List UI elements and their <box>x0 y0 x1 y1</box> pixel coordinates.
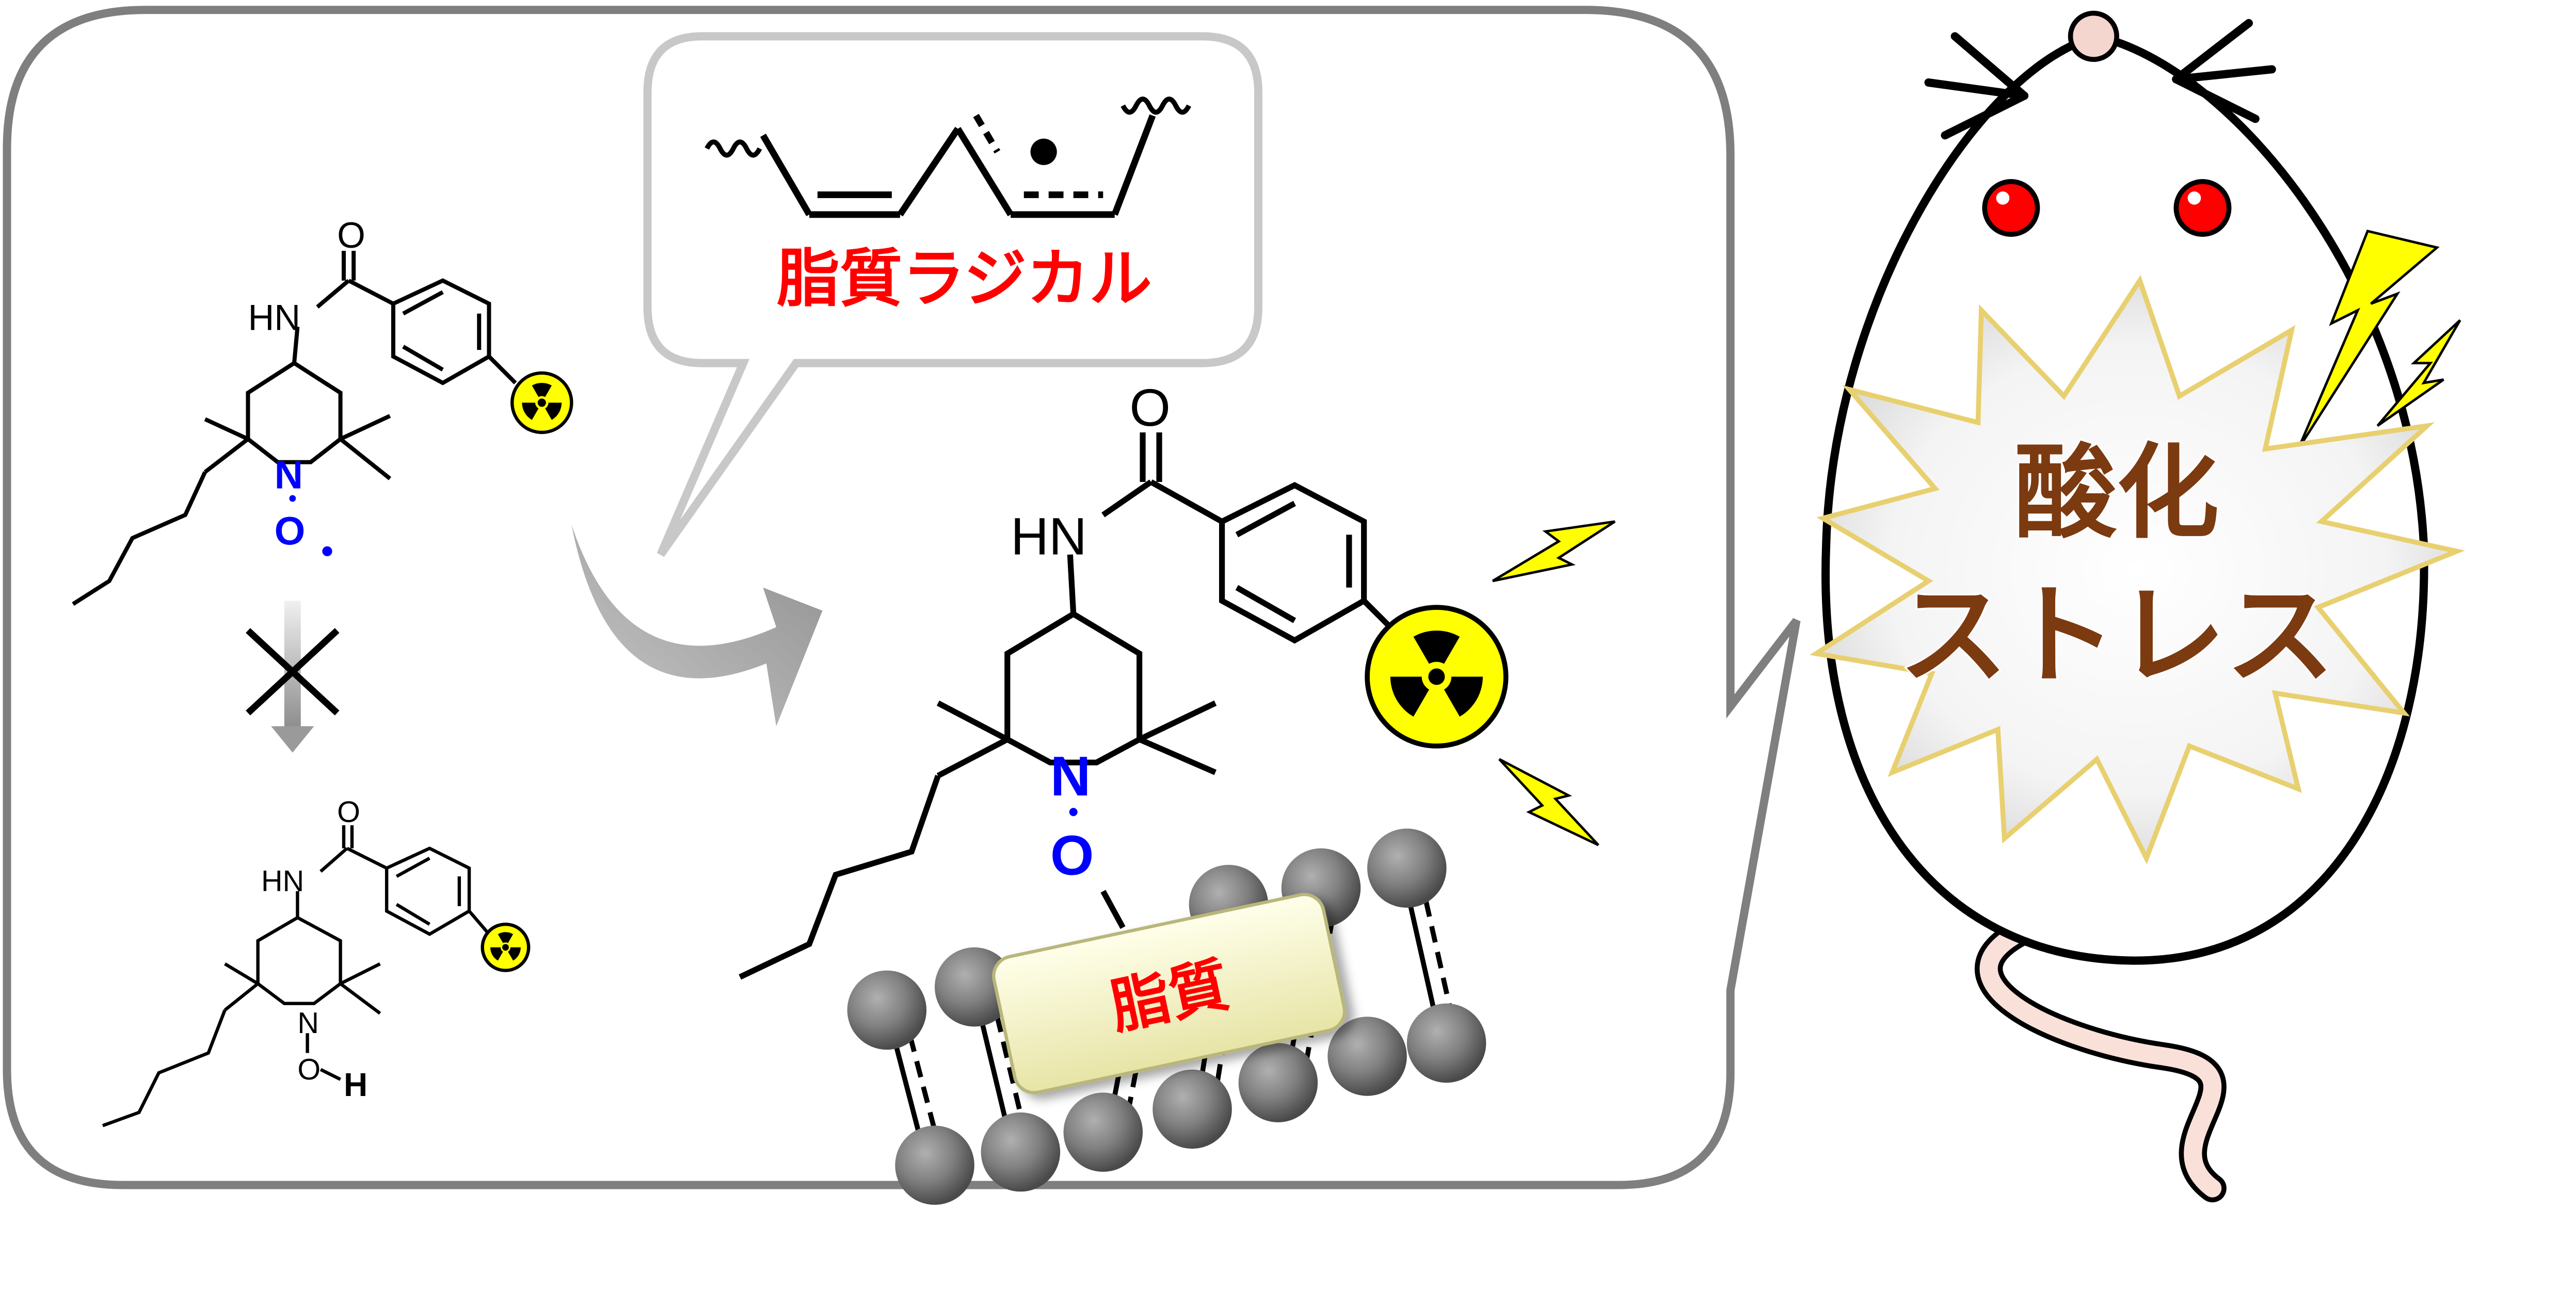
lipid-bead <box>1327 1017 1407 1096</box>
radical-dot-top-icon <box>322 546 332 556</box>
mouse-eye <box>2173 179 2232 237</box>
oh-bond <box>319 1068 342 1081</box>
curved-arrow-icon <box>571 525 823 727</box>
atom-o-top: O <box>337 215 365 255</box>
oxidative-stress-line2: ストレス <box>1899 572 2334 699</box>
atom-n-reduced: N <box>297 1007 319 1040</box>
lipid-radical-label: 脂質ラジカル <box>777 242 1152 315</box>
atom-hn-top: HN <box>248 297 300 338</box>
lipid-bead <box>1153 1069 1232 1149</box>
lipid-bead <box>1406 1003 1486 1083</box>
radical-dot-icon <box>1030 138 1057 165</box>
mouse-nose <box>2068 10 2119 62</box>
lipid-bead <box>847 970 927 1050</box>
probe-molecule-bound <box>739 432 1393 980</box>
lipid-label-box <box>992 893 1347 1094</box>
oxidative-stress-line1: 酸化 <box>2014 433 2219 553</box>
n-o-bond-dot-top <box>289 495 296 502</box>
lipid-bead <box>981 1112 1061 1192</box>
atom-hn-reduced: HN <box>261 865 304 898</box>
lightning-icon <box>1498 758 1599 846</box>
atom-o-radical-top: O <box>275 509 306 553</box>
atom-o-reduced: O <box>337 796 360 829</box>
lightning-icon <box>2376 319 2461 427</box>
radiation-icon <box>481 922 531 972</box>
lipid-bead <box>895 1125 974 1205</box>
lipid-radical-structure <box>705 96 1191 218</box>
atom-hn-bound: HN <box>1011 507 1087 566</box>
mouse-whiskers <box>1924 19 2276 140</box>
atom-o-reduced-n: O <box>297 1053 321 1086</box>
lightning-icon <box>1492 520 1616 583</box>
atom-n-top: N <box>275 454 303 497</box>
lipid-bead <box>1238 1043 1318 1122</box>
atom-n-bound: N <box>1050 746 1091 808</box>
stress-burst <box>1810 275 2466 865</box>
atom-o-bound: O <box>1129 378 1171 437</box>
atom-h-reduced: H <box>344 1066 367 1103</box>
n-o-bond-dot-bound <box>1069 808 1078 816</box>
lipid-bead <box>1063 1092 1143 1172</box>
radiation-icon <box>1365 605 1509 749</box>
lightning-icon <box>2297 229 2440 450</box>
radiation-icon <box>510 371 573 434</box>
lipid-bead <box>1367 828 1447 908</box>
probe-molecule-reduced <box>102 825 490 1127</box>
mouse-eye <box>1982 179 2040 237</box>
atom-o-bound-n: O <box>1050 825 1094 887</box>
cross-mark-icon <box>246 628 340 716</box>
blocked-arrow <box>246 601 340 753</box>
lipid-radical-callout: 脂質ラジカル <box>643 32 1262 557</box>
probe-molecule-top <box>72 251 517 606</box>
